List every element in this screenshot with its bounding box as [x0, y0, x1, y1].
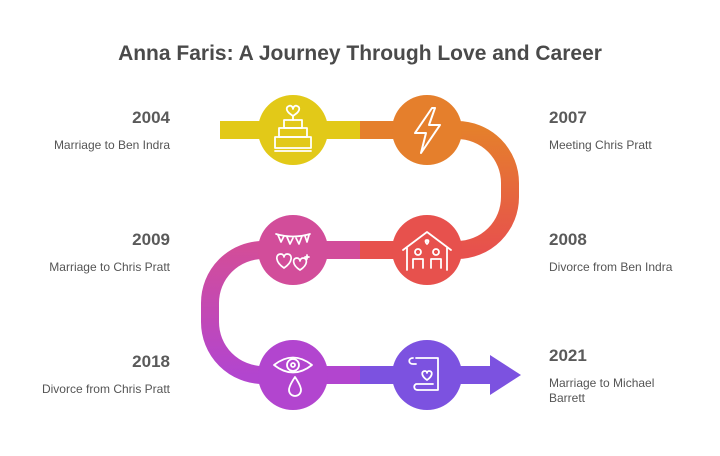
event-2018: 2018 Divorce from Chris Pratt [42, 352, 170, 397]
event-2007: 2007 Meeting Chris Pratt [549, 108, 652, 153]
path-curve-right [430, 121, 519, 259]
event-description: Marriage to Michael Barrett [549, 376, 655, 405]
event-year: 2007 [549, 108, 587, 127]
milestone-2004-circle [258, 95, 328, 165]
milestone-2009-circle [258, 215, 328, 285]
event-description: Divorce from Ben Indra [549, 260, 673, 274]
lightning-icon [414, 107, 441, 154]
event-year: 2021 [549, 346, 587, 365]
milestone-2008-circle [392, 215, 462, 285]
crying-eye-icon [273, 356, 313, 397]
event-2021: 2021 Marriage to Michael Barrett [549, 346, 689, 406]
event-description: Divorce from Chris Pratt [41, 382, 170, 396]
wedding-cake-icon [274, 104, 312, 152]
event-year: 2009 [132, 230, 170, 249]
event-year: 2004 [132, 108, 170, 127]
event-year: 2008 [549, 230, 587, 249]
event-2008: 2008 Divorce from Ben Indra [549, 230, 672, 275]
event-description: Meeting Chris Pratt [549, 138, 652, 152]
love-letter-scroll-icon [408, 357, 439, 391]
hearts-bunting-icon [275, 233, 311, 271]
page-title: Anna Faris: A Journey Through Love and C… [118, 42, 602, 65]
path-curve-left [201, 241, 293, 384]
event-2004: 2004 Marriage to Ben Indra [54, 108, 170, 153]
event-2009: 2009 Marriage to Chris Pratt [49, 230, 170, 275]
event-description: Marriage to Chris Pratt [49, 260, 170, 274]
milestone-2021-circle [392, 340, 462, 410]
path-arrow-head [490, 355, 521, 395]
separated-house-icon [402, 231, 452, 271]
event-year: 2018 [132, 352, 170, 371]
milestone-2007-circle [392, 95, 462, 165]
event-description: Marriage to Ben Indra [53, 138, 170, 152]
milestone-2018-circle [258, 340, 328, 410]
